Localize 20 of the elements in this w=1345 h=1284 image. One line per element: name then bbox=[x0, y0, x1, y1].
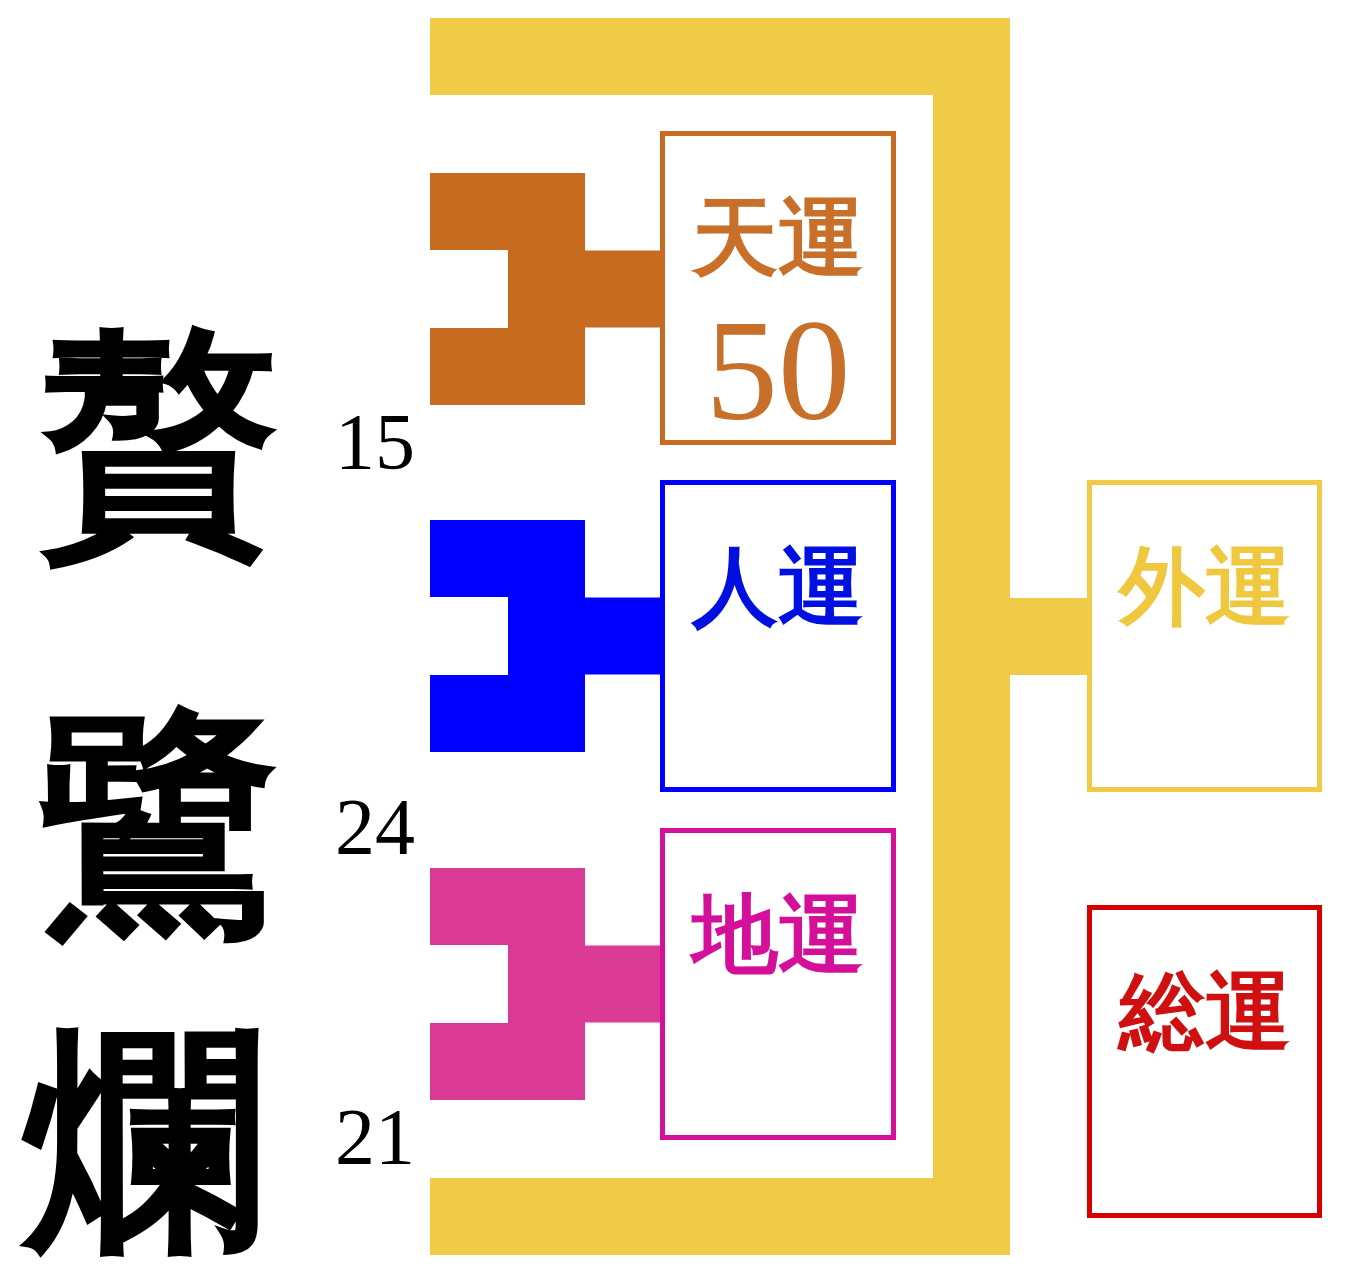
bracket-connector bbox=[430, 520, 660, 752]
name-character: 爛 bbox=[18, 993, 270, 1284]
stroke-count: 24 bbox=[335, 787, 415, 867]
score-value: 50 bbox=[705, 298, 851, 443]
fortune-label: 総運 bbox=[1118, 964, 1291, 1059]
bracket-connector bbox=[430, 18, 1087, 1255]
bracket-connector bbox=[430, 173, 660, 405]
name-character: 鷺 bbox=[38, 681, 281, 964]
result-box bbox=[660, 480, 896, 792]
bracket-connector bbox=[430, 868, 660, 1100]
fortune-label: 外運 bbox=[1118, 539, 1291, 634]
stroke-count: 15 bbox=[335, 402, 415, 482]
stroke-count: 21 bbox=[335, 1097, 415, 1177]
result-box bbox=[1087, 905, 1322, 1218]
fortune-label: 人運 bbox=[692, 539, 864, 634]
result-box bbox=[1087, 480, 1322, 792]
result-box bbox=[660, 131, 896, 445]
result-box bbox=[660, 828, 896, 1140]
fortune-label: 天運 bbox=[692, 190, 864, 285]
name-character: 贅 bbox=[38, 300, 281, 583]
